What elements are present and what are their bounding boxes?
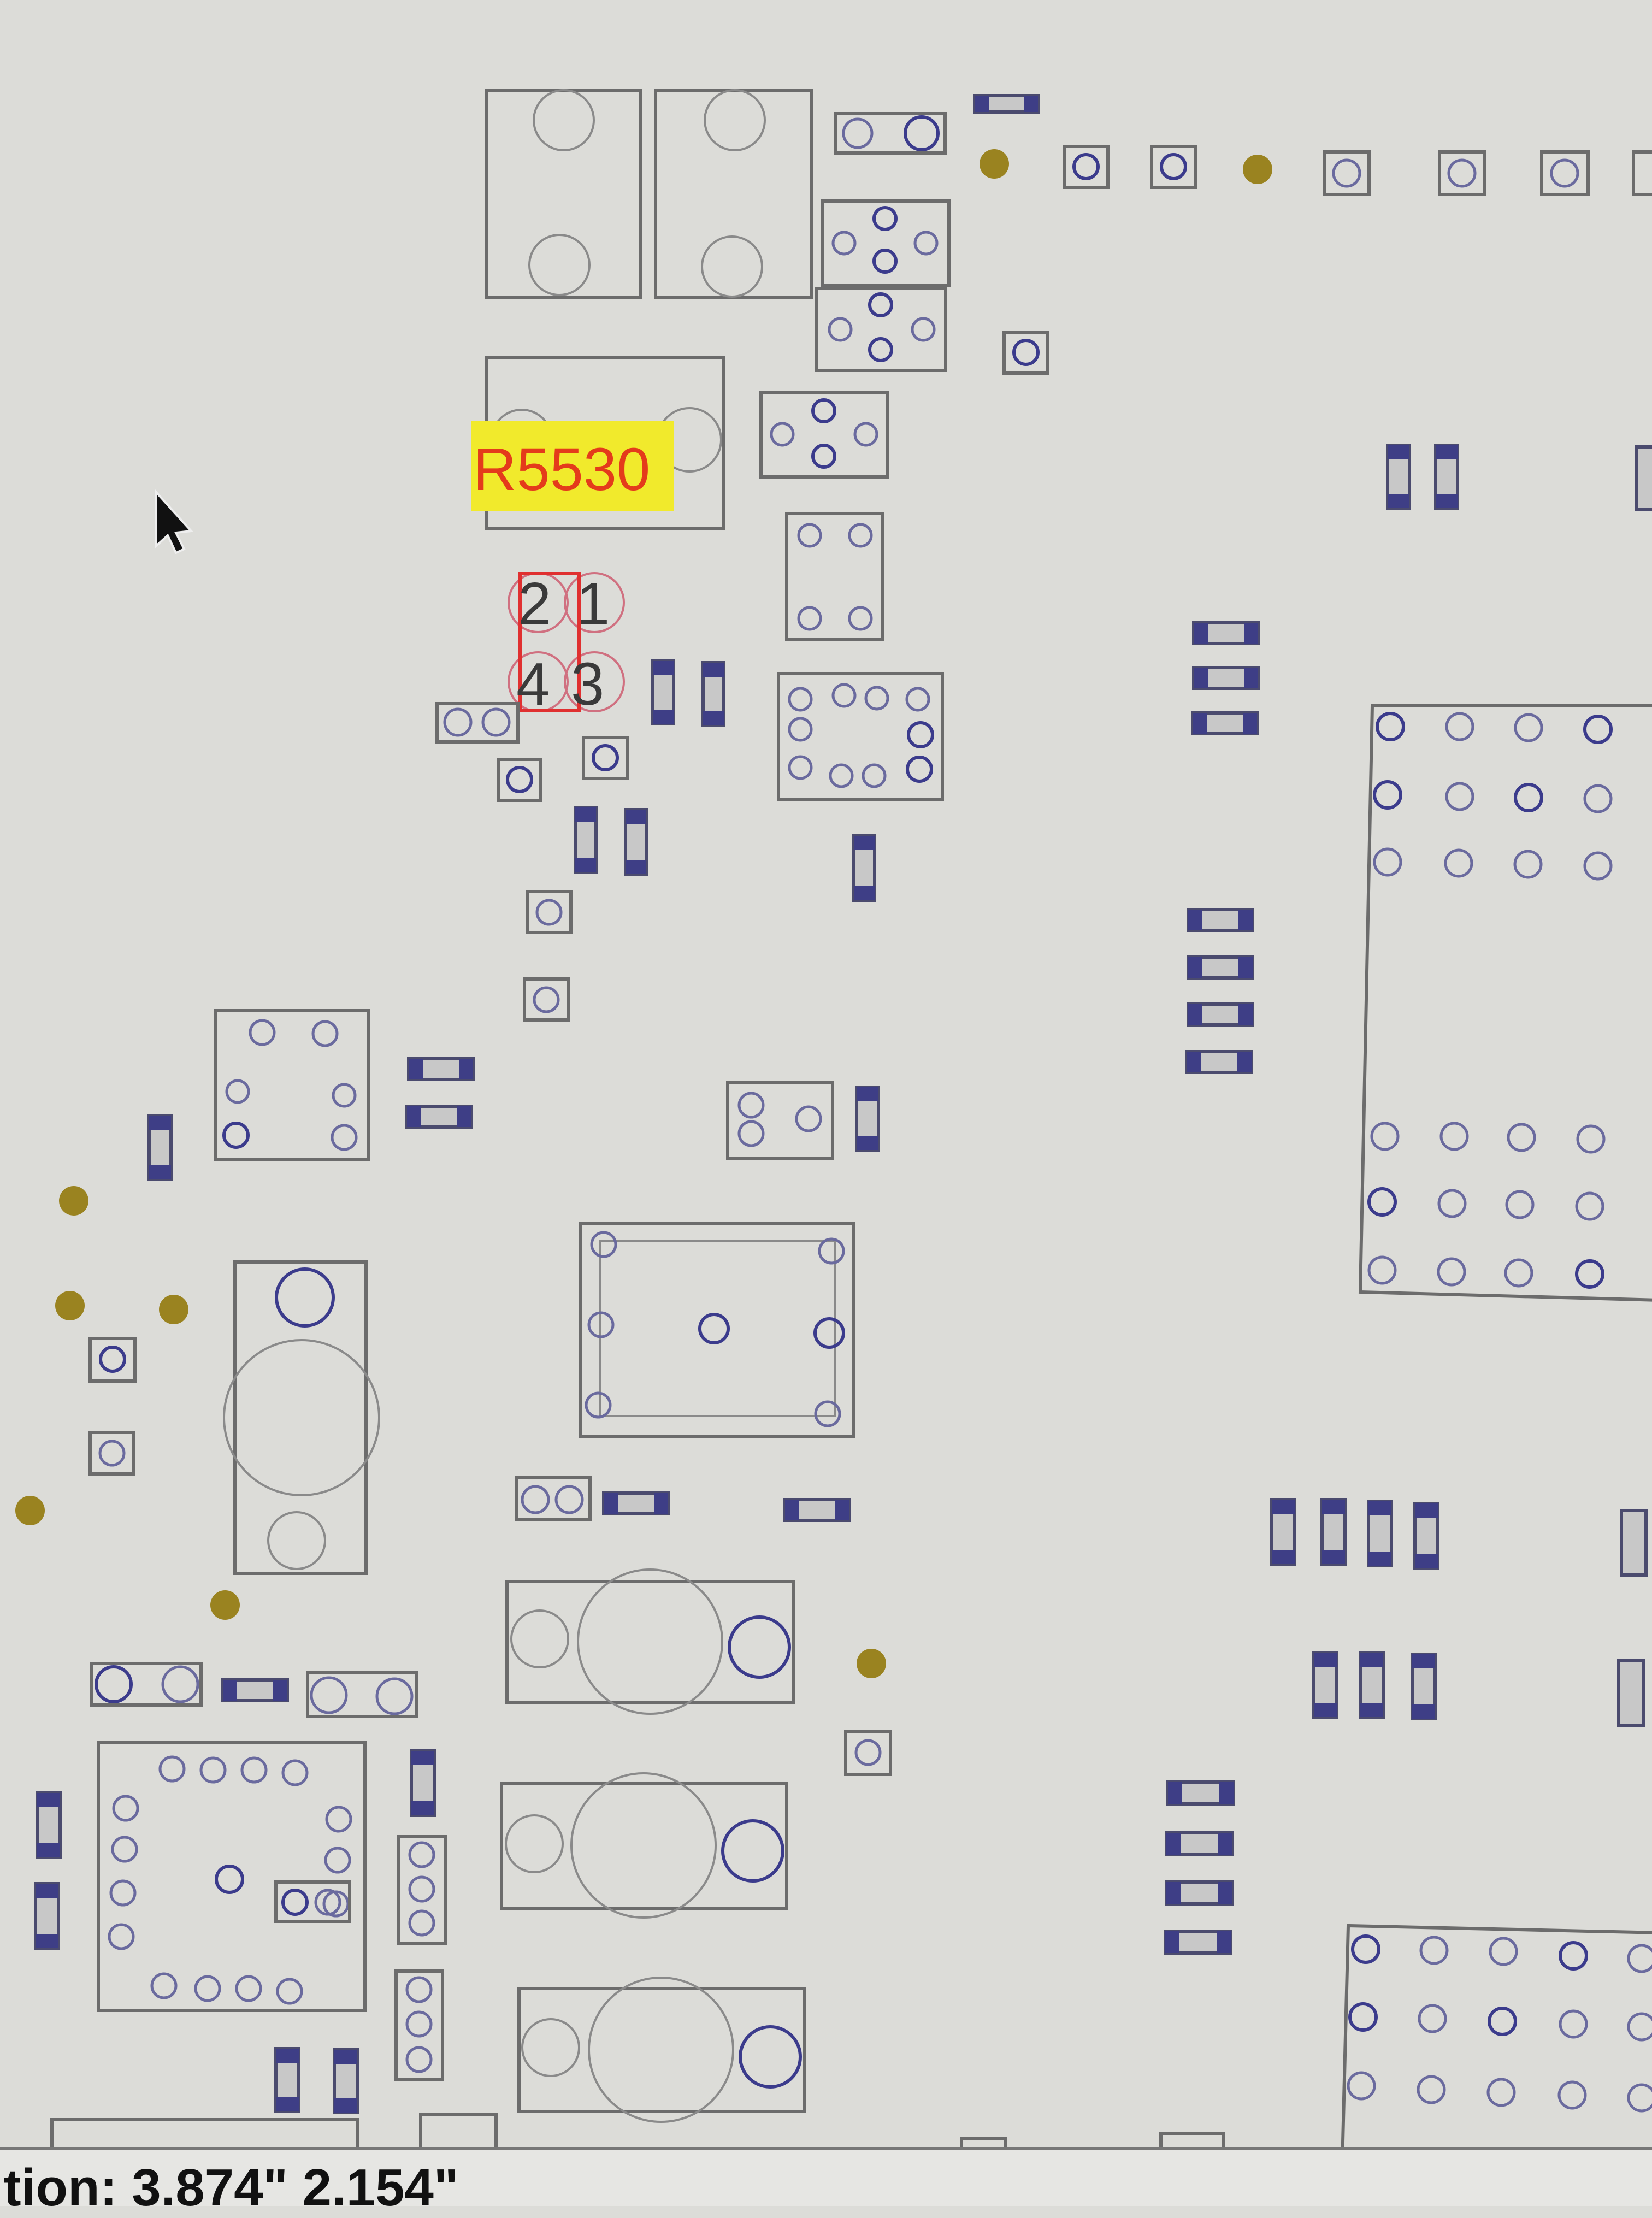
component-electrolytic-cap[interactable] — [223, 1260, 380, 1575]
dual-pad[interactable] — [306, 1671, 418, 1718]
smd-vertical[interactable] — [1312, 1651, 1338, 1719]
smd-vertical[interactable] — [1434, 444, 1459, 510]
test-pad[interactable] — [1323, 150, 1371, 196]
dual-pad[interactable] — [515, 1476, 592, 1521]
component-top-left-2[interactable] — [654, 89, 813, 299]
cursor-position-readout: ition: 3.874" 2.154" — [0, 2158, 459, 2217]
component-cap-horizontal-1[interactable] — [505, 1568, 795, 1715]
component-quad-pad-1[interactable] — [821, 199, 951, 287]
smd-vertical[interactable] — [855, 1086, 880, 1152]
smd-partial[interactable] — [1635, 445, 1652, 511]
component-top-left-1[interactable] — [485, 89, 642, 299]
smd-vertical[interactable] — [624, 808, 648, 876]
smd-partial[interactable] — [1617, 1659, 1645, 1727]
test-pad[interactable] — [88, 1337, 137, 1383]
smd-horizontal[interactable] — [405, 1105, 473, 1129]
smd-vertical[interactable] — [274, 2047, 300, 2113]
component-quad-pad-4[interactable] — [785, 512, 884, 641]
pin-number: 1 — [576, 570, 610, 638]
test-pad[interactable] — [1002, 331, 1049, 375]
smd-vertical[interactable] — [701, 661, 725, 727]
smd-horizontal[interactable] — [1165, 1831, 1234, 1856]
smd-horizontal[interactable] — [1192, 666, 1260, 690]
via — [857, 1649, 886, 1678]
via — [210, 1590, 240, 1620]
smd-horizontal[interactable] — [1185, 1050, 1253, 1074]
component-cap-horizontal-2[interactable] — [500, 1772, 788, 1919]
smd-vertical[interactable] — [1320, 1498, 1347, 1566]
test-pad-partial[interactable] — [1632, 150, 1652, 196]
smd-vertical[interactable] — [333, 2048, 359, 2114]
smd-horizontal[interactable] — [1192, 621, 1260, 645]
via — [1243, 155, 1272, 184]
refdes-highlight — [471, 421, 674, 511]
dual-pad[interactable] — [90, 1662, 203, 1707]
smd-horizontal[interactable] — [1187, 1002, 1254, 1027]
smd-horizontal[interactable] — [1191, 711, 1259, 735]
test-pad[interactable] — [844, 1730, 892, 1776]
component-quad-pad-3[interactable] — [759, 391, 889, 479]
test-pad[interactable] — [1063, 145, 1110, 189]
test-pad[interactable] — [88, 1431, 135, 1476]
smd-horizontal[interactable] — [783, 1498, 851, 1522]
smd-horizontal[interactable] — [1164, 1930, 1232, 1955]
component-cap-horizontal-3[interactable] — [517, 1977, 806, 2123]
via — [159, 1295, 188, 1324]
smd-horizontal[interactable] — [1165, 1880, 1234, 1906]
test-pad[interactable] — [1150, 145, 1197, 189]
component-large-pad[interactable] — [579, 1222, 855, 1438]
test-pad[interactable] — [582, 736, 629, 780]
pin-number: 2 — [518, 570, 551, 638]
component-triple-pad[interactable] — [726, 1081, 834, 1160]
smd-vertical[interactable] — [852, 834, 876, 902]
smd-partial[interactable] — [1620, 1509, 1648, 1577]
smd-vertical[interactable] — [1367, 1500, 1393, 1567]
smd-top-1[interactable] — [974, 94, 1040, 114]
component-qfp[interactable] — [97, 1741, 367, 2012]
test-pad[interactable] — [1540, 150, 1590, 196]
test-pad[interactable] — [1438, 150, 1486, 196]
pin-number: 4 — [516, 651, 550, 718]
smd-horizontal[interactable] — [1187, 955, 1254, 980]
bga-package-upper[interactable] — [1358, 704, 1652, 1302]
smd-vertical[interactable] — [1413, 1502, 1439, 1570]
smd-vertical[interactable] — [36, 1791, 62, 1859]
component-multi-pad-1[interactable] — [777, 672, 944, 801]
pin-number: 3 — [571, 651, 604, 718]
via — [15, 1496, 45, 1525]
test-pad[interactable] — [497, 758, 542, 802]
via — [980, 149, 1009, 179]
smd-vertical[interactable] — [1411, 1653, 1437, 1720]
smd-horizontal[interactable] — [1166, 1780, 1235, 1806]
smd-horizontal[interactable] — [1187, 908, 1254, 932]
refdes-label: R5530 — [473, 436, 650, 503]
mouse-cursor-icon — [155, 488, 194, 554]
test-pad[interactable] — [526, 890, 573, 934]
smd-vertical[interactable] — [651, 659, 675, 725]
smd-vertical[interactable] — [148, 1114, 173, 1181]
smd-horizontal[interactable] — [602, 1491, 670, 1515]
bga-package-lower[interactable] — [1340, 1924, 1652, 2203]
component-octo-pad[interactable] — [214, 1009, 370, 1161]
smd-vertical[interactable] — [574, 806, 598, 874]
smd-vertical[interactable] — [410, 1749, 436, 1817]
dual-pad[interactable] — [435, 702, 520, 744]
smd-horizontal[interactable] — [407, 1057, 475, 1081]
component-triple-vertical[interactable] — [397, 1835, 447, 1945]
via — [55, 1291, 85, 1320]
test-pad[interactable] — [523, 977, 570, 1022]
smd-vertical[interactable] — [1386, 444, 1411, 510]
smd-vertical[interactable] — [34, 1882, 60, 1950]
smd-vertical[interactable] — [1359, 1651, 1385, 1719]
component-triple-vertical[interactable] — [394, 1969, 444, 2081]
via — [59, 1186, 88, 1216]
component-quad-pad-2[interactable] — [815, 287, 947, 372]
smd-vertical[interactable] — [1270, 1498, 1296, 1566]
selected-component[interactable]: 2 1 4 3 — [508, 570, 625, 718]
status-bar — [0, 2147, 1652, 2206]
smd-horizontal[interactable] — [221, 1678, 289, 1702]
component-two-pad-top[interactable] — [834, 112, 947, 155]
